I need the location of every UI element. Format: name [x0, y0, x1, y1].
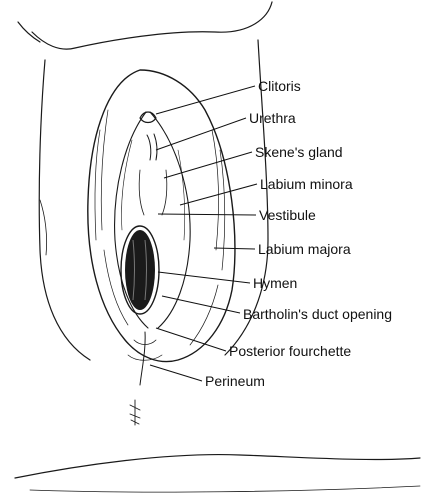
perineum-drawing	[127, 331, 163, 426]
leader-skenes-gland	[163, 151, 253, 179]
label-perineum: Perineum	[205, 373, 265, 389]
label-bartholins-duct: Bartholin's duct opening	[243, 306, 392, 322]
leader-labium-minora	[179, 183, 258, 206]
clitoris-drawing	[139, 111, 157, 124]
label-hymen: Hymen	[253, 275, 297, 291]
leader-clitoris	[155, 85, 256, 115]
urethra-drawing	[146, 133, 158, 161]
label-urethra: Urethra	[249, 110, 296, 126]
label-labium-majora: Labium majora	[258, 241, 351, 257]
leader-hymen	[157, 271, 251, 284]
leader-lines	[149, 85, 258, 382]
vestibule-drawing	[138, 169, 168, 216]
label-clitoris: Clitoris	[258, 78, 301, 94]
leader-labium-majora	[213, 247, 256, 250]
label-skenes-gland: Skene's gland	[255, 144, 343, 160]
leader-urethra	[155, 117, 247, 151]
label-labium-minora: Labium minora	[260, 176, 353, 192]
leader-vestibule	[157, 213, 257, 216]
labels: Clitoris Urethra Skene's gland Labium mi…	[205, 78, 392, 389]
body-contour	[14, 1, 421, 493]
leader-bartholins-duct	[161, 295, 241, 314]
label-posterior-fourchette: Posterior fourchette	[229, 343, 351, 359]
labia-minora-drawing	[114, 111, 191, 329]
hymen-drawing	[120, 225, 160, 315]
leader-posterior-fourchette	[155, 327, 227, 352]
label-vestibule: Vestibule	[259, 207, 316, 223]
leader-perineum	[149, 364, 203, 382]
labia-majora-drawing	[87, 69, 236, 363]
